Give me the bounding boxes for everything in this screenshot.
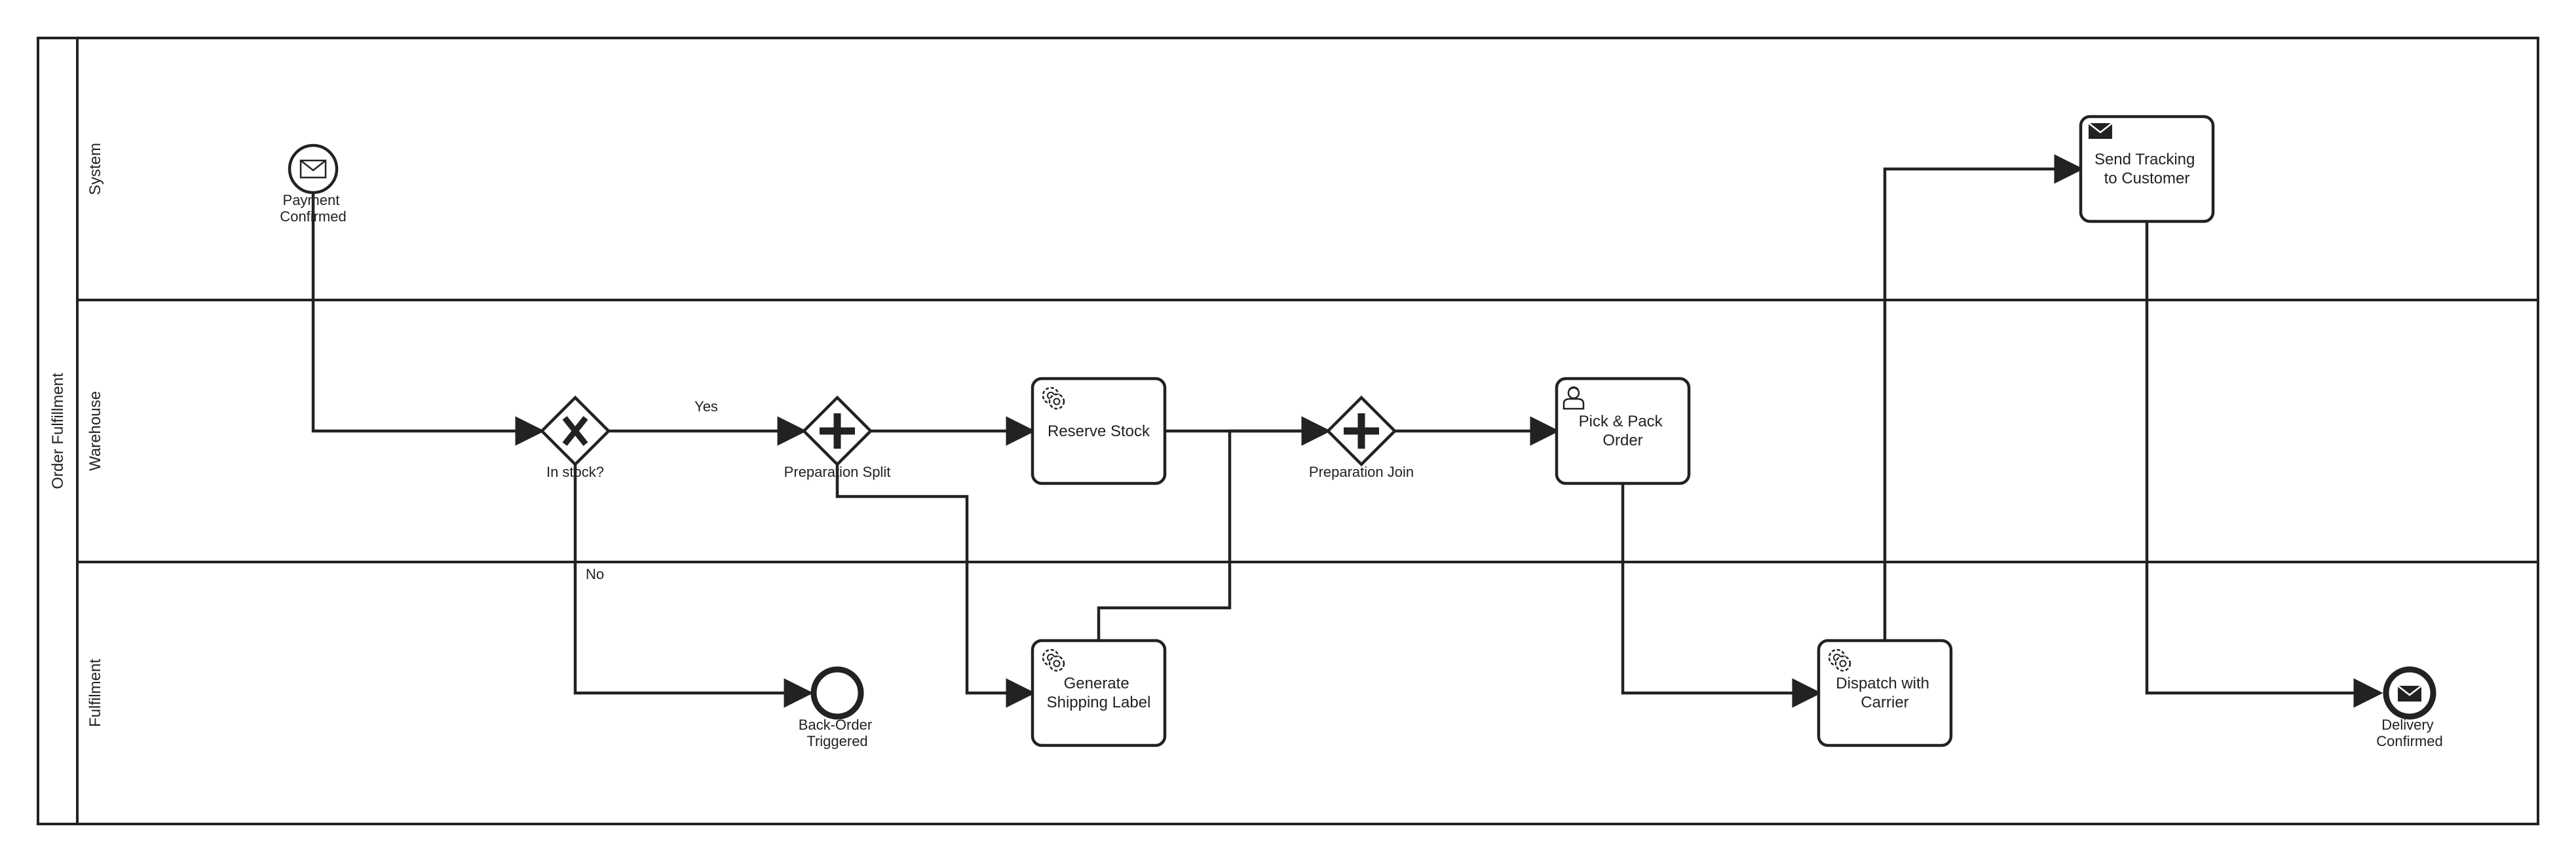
lane-label-warehouse: Warehouse: [86, 391, 104, 471]
task-dispatch-with-carrier[interactable]: Dispatch with Carrier: [1817, 639, 1953, 747]
event-payment-confirmed[interactable]: Payment Confirmed: [280, 143, 347, 225]
event-label: Payment Confirmed: [280, 192, 346, 225]
task-box: [1031, 377, 1167, 485]
event-delivery-confirmed[interactable]: Delivery Confirmed: [2376, 666, 2443, 749]
gateway-label: Preparation Split: [784, 464, 891, 480]
gateway-preparation-join[interactable]: Preparation Join: [1309, 395, 1414, 480]
flow-pick-to-dispatch: [1621, 483, 1822, 708]
flow-send-to-delivery: [2145, 221, 2383, 708]
gear-icon: [1828, 648, 1851, 672]
task-label: Dispatch with Carrier: [1836, 675, 1933, 711]
task-box: [2079, 115, 2215, 223]
task-box: [1031, 639, 1167, 747]
flow-label-to-join: [1097, 416, 1331, 641]
gateway-label: Preparation Join: [1309, 464, 1414, 480]
gear-icon: [1042, 386, 1065, 410]
x-marker-icon: [562, 416, 588, 446]
task-pick-pack-order[interactable]: Pick & Pack Order: [1555, 377, 1691, 485]
gateway-in-stock[interactable]: In stock?: [539, 395, 611, 480]
envelope-filled-icon: [2397, 685, 2422, 702]
flow-in-stock-no: [573, 464, 814, 708]
flow-label-yes: Yes: [694, 398, 718, 415]
event-label: Delivery Confirmed: [2376, 717, 2442, 749]
task-label: Reserve Stock: [1048, 422, 1150, 440]
lane-label-fulfilment: Fulfilment: [86, 659, 104, 727]
gateway-preparation-split[interactable]: Preparation Split: [784, 395, 891, 480]
task-label: Generate Shipping Label: [1047, 675, 1151, 711]
task-send-tracking[interactable]: Send Tracking to Customer: [2079, 115, 2215, 223]
task-generate-shipping-label[interactable]: Generate Shipping Label: [1031, 639, 1167, 747]
task-label: Pick & Pack Order: [1579, 413, 1667, 449]
event-label: Back-Order Triggered: [799, 717, 877, 749]
task-label: Send Tracking to Customer: [2094, 151, 2199, 187]
flow-payment-to-in-stock: [311, 192, 545, 446]
end-event-circle: [810, 666, 864, 720]
sequence-flows: Yes No: [311, 154, 2383, 708]
envelope-outline-icon: [299, 159, 327, 179]
flow-label-no: No: [586, 566, 604, 582]
lane-label-system: System: [86, 143, 104, 195]
gateway-label: In stock?: [546, 464, 604, 480]
task-box: [1555, 377, 1691, 485]
task-reserve-stock[interactable]: Reserve Stock: [1031, 377, 1167, 485]
flow-dispatch-to-send: [1883, 154, 2084, 641]
task-box: [1817, 639, 1953, 747]
user-icon: [1563, 386, 1585, 410]
envelope-filled-icon: [2088, 122, 2113, 139]
plus-marker-icon: [1344, 413, 1379, 449]
pool-label: Order Fulfillment: [49, 373, 67, 489]
gear-icon: [1042, 648, 1065, 672]
event-back-order-triggered[interactable]: Back-Order Triggered: [799, 666, 877, 749]
flow-split-to-label: [835, 464, 1036, 708]
plus-marker-icon: [820, 413, 855, 449]
